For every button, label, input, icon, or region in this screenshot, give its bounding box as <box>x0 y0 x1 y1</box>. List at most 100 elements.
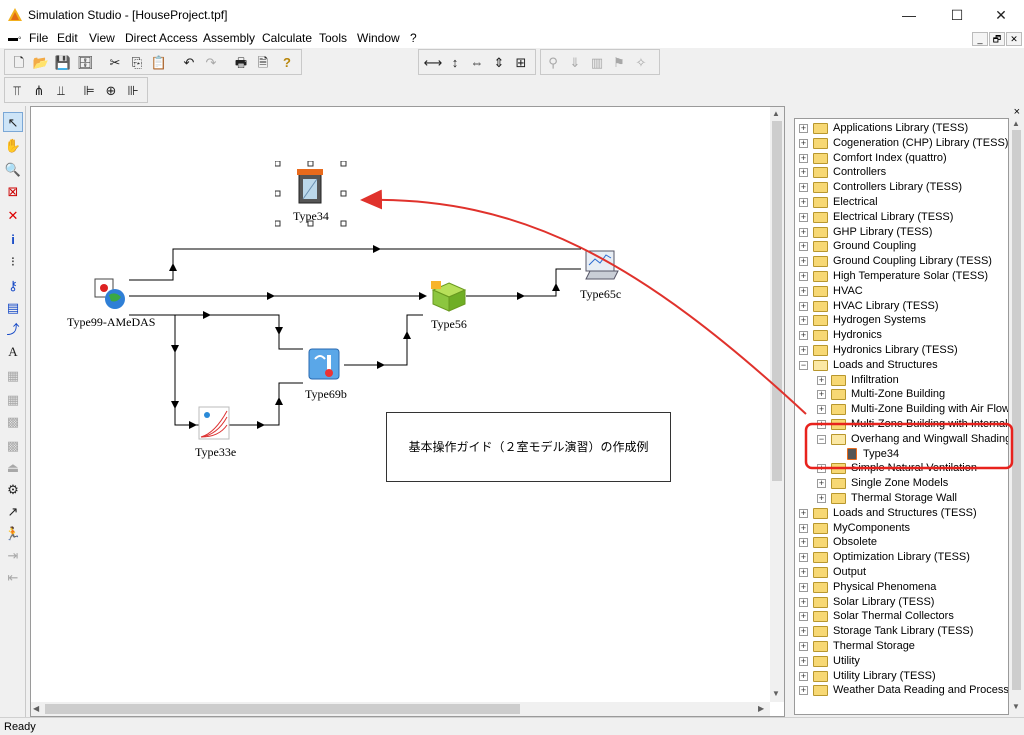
tree-folder-item[interactable]: +Optimization Library (TESS) <box>795 550 1008 565</box>
expand-icon[interactable]: + <box>799 300 808 311</box>
expand-icon[interactable]: + <box>799 345 808 355</box>
new-file-icon[interactable]: 🗋 <box>13 55 25 70</box>
zoom-height-icon[interactable]: ⇕ <box>493 55 505 70</box>
expand-icon[interactable]: + <box>799 641 808 651</box>
expand-icon[interactable]: + <box>799 596 808 607</box>
open-folder-icon[interactable]: 📂 <box>32 55 50 70</box>
expand-icon[interactable]: + <box>799 611 808 622</box>
tree-leaf-component[interactable]: Type34 <box>795 447 1008 462</box>
tree-folder-item[interactable]: +Utility Library (TESS) <box>795 669 1008 684</box>
component-type99-amedas[interactable]: Type99-AMeDAS <box>65 277 165 331</box>
tree-folder-item[interactable]: +Obsolete <box>795 535 1008 550</box>
scroll-right-icon[interactable]: ▶ <box>758 704 765 713</box>
panel-close-button[interactable]: × <box>1013 106 1020 118</box>
collapse-icon[interactable]: − <box>799 359 808 370</box>
expand-icon[interactable]: + <box>799 507 808 518</box>
canvas-vertical-scrollbar[interactable]: ▲ ▼ <box>770 107 784 702</box>
tree-folder-item[interactable]: +Ground Coupling <box>795 239 1008 254</box>
tree-folder-item[interactable]: +Thermal Storage <box>795 639 1008 654</box>
scrollbar-thumb[interactable] <box>772 121 782 481</box>
tree-folder-item[interactable]: +Weather Data Reading and Processin <box>795 683 1008 698</box>
menu-help[interactable]: ? <box>410 31 417 45</box>
component-tree[interactable]: +Applications Library (TESS)+Cogeneratio… <box>794 118 1009 715</box>
collapse-icon[interactable]: − <box>817 433 826 444</box>
close-button[interactable]: ✕ <box>995 7 1007 23</box>
tree-folder-item[interactable]: +Electrical <box>795 195 1008 210</box>
save-all-icon[interactable]: 🗄 <box>76 55 94 70</box>
expand-icon[interactable]: + <box>799 330 808 341</box>
macro-expand-icon[interactable]: ▦ <box>6 392 20 407</box>
mdi-restore-button[interactable]: 🗗 <box>989 32 1005 46</box>
scroll-down-icon[interactable]: ▼ <box>772 689 780 698</box>
assembly-canvas[interactable]: Type34 Type99-AMeDAS Type56 Type65c <box>30 106 785 717</box>
menu-view[interactable]: View <box>89 31 115 45</box>
expand-icon[interactable]: + <box>799 256 808 267</box>
pan-hand-icon[interactable]: ✋ <box>4 138 22 153</box>
tree-folder-item[interactable]: −Loads and Structures <box>795 358 1008 373</box>
mdi-close-button[interactable]: ✕ <box>1006 32 1022 46</box>
delete-icon[interactable]: ✕ <box>7 208 19 223</box>
print-icon[interactable]: 🖶 <box>234 55 248 70</box>
component-type69b[interactable]: Type69b <box>299 347 359 401</box>
document-menu-icon[interactable]: ▬◦ <box>8 33 22 44</box>
menu-calculate[interactable]: Calculate <box>262 31 313 45</box>
expand-icon[interactable]: + <box>817 404 826 415</box>
scroll-left-icon[interactable]: ◀ <box>33 704 40 713</box>
maximize-button[interactable]: ☐ <box>950 7 964 23</box>
scroll-up-icon[interactable]: ▲ <box>772 109 780 118</box>
expand-icon[interactable]: + <box>799 137 808 148</box>
mdi-minimize-button[interactable]: _ <box>972 32 988 46</box>
tree-folder-item[interactable]: +Loads and Structures (TESS) <box>795 506 1008 521</box>
component-type34[interactable]: Type34 <box>274 160 347 227</box>
zoom-all-icon[interactable]: ⊞ <box>515 55 527 70</box>
zoom-window-icon[interactable]: ⊠ <box>7 184 19 199</box>
tree-folder-item[interactable]: +Hydronics <box>795 328 1008 343</box>
expand-icon[interactable]: + <box>799 285 808 296</box>
tree-folder-item[interactable]: +Simple Natural Ventilation <box>795 461 1008 476</box>
align-middle-icon[interactable]: ⋔ <box>33 83 45 98</box>
tree-folder-item[interactable]: +Applications Library (TESS) <box>795 121 1008 136</box>
expand-icon[interactable]: + <box>799 182 808 193</box>
tree-folder-item[interactable]: +HVAC Library (TESS) <box>795 299 1008 314</box>
plug-icon[interactable]: ⏏ <box>6 460 20 475</box>
tree-folder-item[interactable]: +Multi-Zone Building with Internal S <box>795 417 1008 432</box>
expand-icon[interactable]: + <box>817 389 826 400</box>
note-textbox[interactable]: 基本操作ガイド（２室モデル演習）の作成例 <box>386 412 671 482</box>
scroll-down-icon[interactable]: ▼ <box>1012 702 1020 711</box>
expand-icon[interactable]: + <box>817 478 826 489</box>
expand-icon[interactable]: + <box>799 655 808 666</box>
expand-icon[interactable]: + <box>799 567 808 577</box>
tree-folder-item[interactable]: +Solar Library (TESS) <box>795 595 1008 610</box>
fortran-icon[interactable]: ✧ <box>635 55 647 70</box>
print-preview-icon[interactable]: 🗎 <box>257 55 269 70</box>
arrow-down-icon[interactable]: ⇓ <box>569 55 581 70</box>
scrollbar-thumb[interactable] <box>1012 130 1021 690</box>
text-tool-icon[interactable]: A <box>8 344 18 359</box>
settings-gear-icon[interactable]: ⚙ <box>7 482 19 497</box>
expand-icon[interactable]: + <box>799 226 808 237</box>
properties-icon[interactable]: ▤ <box>6 300 20 315</box>
zoom-magnifier-icon[interactable]: 🔍 <box>4 162 22 177</box>
expand-icon[interactable]: + <box>817 374 826 385</box>
expand-icon[interactable]: + <box>799 626 808 637</box>
tree-folder-item[interactable]: +HVAC <box>795 284 1008 299</box>
info-icon[interactable]: i <box>11 232 15 247</box>
menu-direct-access[interactable]: Direct Access <box>125 31 198 45</box>
tree-folder-item[interactable]: +Comfort Index (quattro) <box>795 151 1008 166</box>
menu-tools[interactable]: Tools <box>319 31 348 45</box>
align-bottom-icon[interactable]: ⫫ <box>57 83 65 98</box>
tree-folder-item[interactable]: +Ground Coupling Library (TESS) <box>795 254 1008 269</box>
expand-icon[interactable]: + <box>799 522 808 533</box>
expand-icon[interactable]: + <box>817 463 826 474</box>
paste-icon[interactable]: 📋 <box>150 55 168 70</box>
copy-icon[interactable]: ⎘ <box>131 55 143 70</box>
tree-folder-item[interactable]: +Hydrogen Systems <box>795 313 1008 328</box>
hierarchy-icon[interactable]: ⚲ <box>548 55 558 70</box>
expand-icon[interactable]: + <box>799 685 808 696</box>
scrollbar-thumb[interactable] <box>45 704 520 714</box>
save-icon[interactable]: 💾 <box>54 55 72 70</box>
tree-vertical-scrollbar[interactable]: ▲ ▼ <box>1010 118 1023 715</box>
tree-folder-item[interactable]: +GHP Library (TESS) <box>795 225 1008 240</box>
minimize-button[interactable]: — <box>902 7 916 23</box>
expand-icon[interactable]: + <box>799 152 808 163</box>
